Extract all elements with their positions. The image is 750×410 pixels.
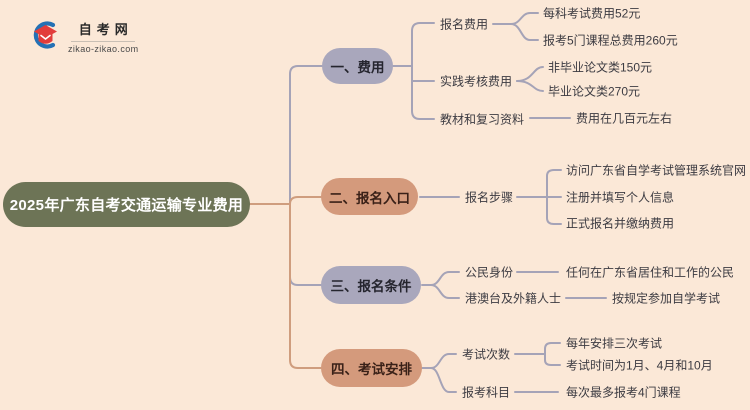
leaf-node: 按规定参加自学考试 — [612, 291, 721, 306]
sub-node-exam-frequency: 考试次数 — [462, 347, 511, 362]
leaf-node: 访问广东省自学考试管理系统官网 — [566, 163, 747, 178]
logo-divider — [71, 41, 136, 42]
leaf-node: 正式报名并缴纳费用 — [566, 216, 675, 231]
root-node: 2025年广东自考交通运输专业费用 — [3, 182, 250, 227]
site-domain: zikao-zikao.com — [68, 44, 139, 54]
branch-node-registration-conditions: 三、报名条件 — [321, 266, 421, 304]
sub-node-textbooks-materials: 教材和复习资料 — [440, 112, 525, 127]
graduation-cap-crescent-icon — [32, 19, 59, 55]
leaf-node: 报考5门课程总费用260元 — [543, 33, 678, 48]
branch-node-fees: 一、费用 — [322, 48, 393, 84]
branch-node-exam-schedule: 四、考试安排 — [321, 349, 422, 387]
sub-node-hk-macao-taiwan-foreigners: 港澳台及外籍人士 — [465, 291, 562, 306]
site-logo: 自考网 zikao-zikao.com — [32, 19, 139, 55]
sub-node-registration-fee: 报名费用 — [440, 17, 489, 32]
sub-node-citizen-identity: 公民身份 — [465, 265, 514, 280]
leaf-node: 考试时间为1月、4月和10月 — [566, 358, 713, 373]
leaf-node: 每次最多报考4门课程 — [566, 385, 681, 400]
leaf-node: 费用在几百元左右 — [576, 111, 673, 126]
leaf-node: 每科考试费用52元 — [543, 6, 641, 21]
leaf-node: 每年安排三次考试 — [566, 336, 663, 351]
leaf-node: 毕业论文类270元 — [548, 84, 641, 99]
sub-node-registration-steps: 报名步骤 — [465, 190, 514, 205]
leaf-node: 任何在广东省居住和工作的公民 — [566, 265, 735, 280]
sub-node-practical-assessment-fee: 实践考核费用 — [440, 74, 513, 89]
leaf-node: 注册并填写个人信息 — [566, 190, 675, 205]
sub-node-exam-subjects: 报考科目 — [462, 385, 511, 400]
branch-node-registration-entry: 二、报名入口 — [321, 178, 418, 215]
site-name: 自考网 — [78, 22, 133, 37]
leaf-node: 非毕业论文类150元 — [548, 60, 653, 75]
